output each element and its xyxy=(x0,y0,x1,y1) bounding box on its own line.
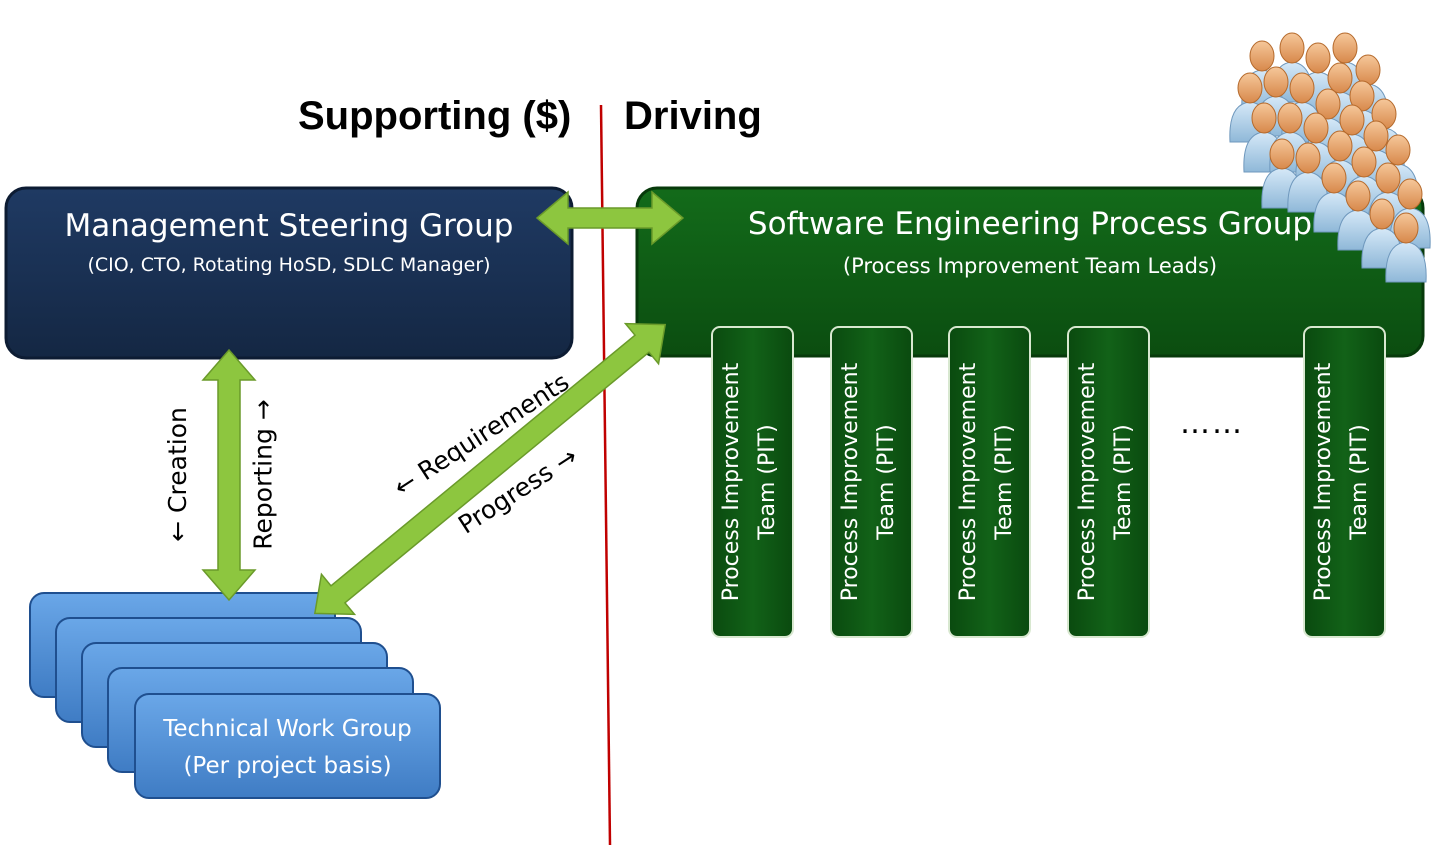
driving-header: Driving xyxy=(624,94,762,138)
pit-label-line1: Process Improvement xyxy=(838,362,863,602)
pit-box-2 xyxy=(830,326,913,638)
pit-label-1: Process Improvement Team (PIT) xyxy=(714,337,790,627)
pit-box-3 xyxy=(948,326,1031,638)
sepg-subtitle: (Process Improvement Team Leads) xyxy=(842,254,1218,278)
pit-box-4 xyxy=(1067,326,1150,638)
management-steering-group-box xyxy=(4,186,574,360)
creation-label: ← Creation xyxy=(162,407,192,542)
pit-label-line2: Team (PIT) xyxy=(1347,424,1372,540)
sepg-title: Software Engineering Process Group xyxy=(747,206,1313,242)
msg-twg-double-arrow xyxy=(201,348,257,602)
pit-label-4: Process Improvement Team (PIT) xyxy=(1070,337,1146,627)
more-teams-ellipsis: …… xyxy=(1180,406,1244,441)
pit-label-3: Process Improvement Team (PIT) xyxy=(951,337,1027,627)
msg-sepg-double-arrow xyxy=(535,190,685,246)
pit-label-5: Process Improvement Team (PIT) xyxy=(1306,337,1382,627)
pit-label-line2: Team (PIT) xyxy=(755,424,780,540)
technical-work-group-stack xyxy=(29,592,441,799)
people-crowd-icon xyxy=(1229,32,1431,283)
pit-box-5 xyxy=(1303,326,1386,638)
pit-label-line1: Process Improvement xyxy=(956,362,981,602)
technical-subtitle: (Per project basis) xyxy=(183,753,392,779)
management-title: Management Steering Group xyxy=(64,208,514,244)
pit-label-line2: Team (PIT) xyxy=(874,424,899,540)
pit-label-2: Process Improvement Team (PIT) xyxy=(833,337,909,627)
pit-label-line2: Team (PIT) xyxy=(1111,424,1136,540)
pit-label-line1: Process Improvement xyxy=(719,362,744,602)
pit-label-line1: Process Improvement xyxy=(1311,362,1336,602)
management-subtitle: (CIO, CTO, Rotating HoSD, SDLC Manager) xyxy=(87,254,491,276)
twg-sepg-double-arrow xyxy=(313,322,667,616)
reporting-label: Reporting → xyxy=(248,399,278,550)
technical-title: Technical Work Group xyxy=(163,716,412,742)
supporting-header: Supporting ($) xyxy=(298,94,572,138)
pit-label-line1: Process Improvement xyxy=(1075,362,1100,602)
pit-boxes xyxy=(711,326,1386,638)
pit-box-1 xyxy=(711,326,794,638)
technical-work-group-box xyxy=(134,693,441,799)
pit-label-line2: Team (PIT) xyxy=(992,424,1017,540)
